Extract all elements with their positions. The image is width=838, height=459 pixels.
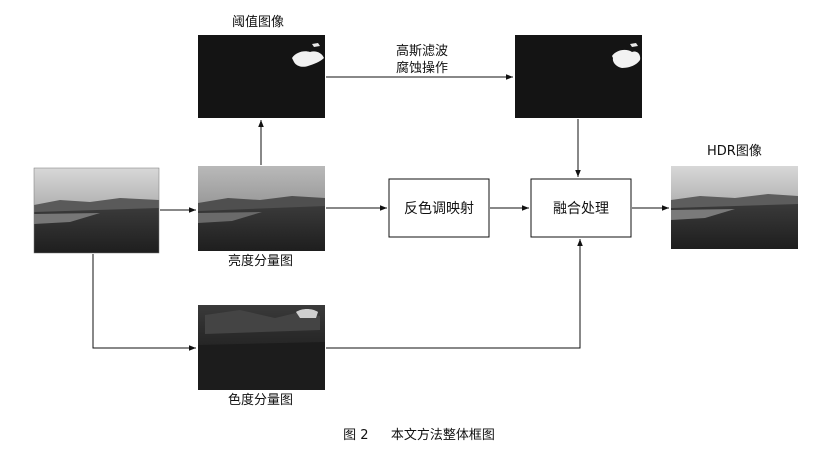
processed-threshold-image <box>515 35 642 118</box>
gaussian-filter-label: 高斯滤波 <box>395 44 448 59</box>
arrow-input-to-chroma <box>92 254 196 351</box>
fusion-box <box>530 178 632 238</box>
threshold-image <box>198 35 325 118</box>
chroma-component-label: 色度分量图 <box>228 393 294 408</box>
figure-caption: 图 2 本文方法整体框图 <box>0 424 838 443</box>
input-image <box>33 167 160 254</box>
figure-number: 图 2 <box>343 428 369 443</box>
luminance-component-image <box>198 166 325 251</box>
figure-title: 本文方法整体框图 <box>390 428 495 443</box>
chroma-component-image <box>198 305 325 390</box>
fusion-label: 融合处理 <box>553 201 609 217</box>
hdr-output-image <box>671 166 798 249</box>
inverse-tone-mapping-box <box>388 178 490 238</box>
inverse-tone-mapping-label: 反色调映射 <box>404 201 474 217</box>
erosion-label: 腐蚀操作 <box>395 61 448 76</box>
luminance-component-label: 亮度分量图 <box>228 254 294 269</box>
hdr-image-label: HDR图像 <box>707 144 762 159</box>
threshold-image-label: 阈值图像 <box>232 15 285 30</box>
arrow-chroma-to-fusion <box>326 239 583 349</box>
